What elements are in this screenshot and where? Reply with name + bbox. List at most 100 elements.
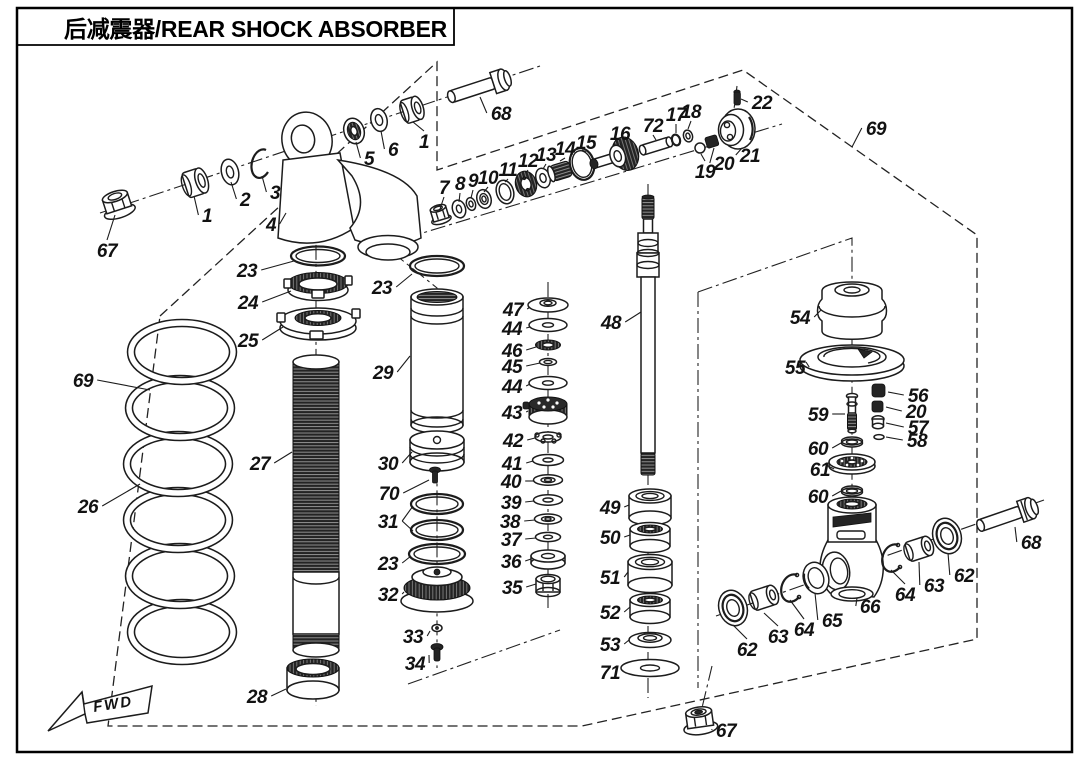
leader-line-24: [262, 290, 292, 303]
leader-line-67: [106, 214, 116, 241]
part-art-53-washer: [628, 631, 672, 649]
leader-line-41: [526, 460, 534, 464]
leader-line-18: [687, 120, 692, 130]
leader-line-68: [479, 96, 488, 114]
part-art-43-piston: [522, 396, 568, 425]
page-border: [15, 6, 1074, 754]
leader-line-4: [279, 212, 287, 225]
part-art-42-clover-washer: [534, 431, 562, 444]
artwork: FWD: [47, 68, 1040, 736]
part-label-9: 9: [468, 171, 479, 192]
leader-line-49: [623, 504, 630, 508]
part-label-37: 37: [501, 530, 523, 551]
leader-line-56: [887, 391, 904, 396]
part-label-64: 64: [895, 585, 916, 606]
leader-line-6: [380, 130, 385, 150]
part-art-65-bearing: [802, 561, 830, 595]
leader-line-19: [700, 153, 706, 162]
leader-line-60: [831, 442, 842, 449]
part-art-25-adjuster-ring: [276, 307, 361, 341]
part-label-11: 11: [499, 160, 518, 181]
part-art-57-cap: [871, 415, 885, 430]
part-art-59-adjuster-screw: [845, 392, 859, 434]
part-label-60: 60: [808, 439, 829, 460]
leader-line-13: [542, 163, 547, 170]
part-art-31-orings: [409, 492, 465, 542]
part-label-43: 43: [501, 403, 523, 424]
part-label-23: 23: [236, 261, 258, 282]
part-label-3: 3: [270, 183, 281, 204]
part-art-4-top-mount: [277, 111, 422, 261]
part-label-67: 67: [97, 241, 119, 262]
leader-line-12: [525, 169, 529, 174]
part-art-7-nut: [429, 203, 452, 226]
part-label-25: 25: [237, 331, 259, 352]
part-label-63: 63: [768, 627, 789, 648]
part-label-72: 72: [643, 116, 664, 137]
part-art-49-cup: [628, 488, 672, 526]
leader-line-1: [193, 195, 199, 216]
part-art-29-reservoir: [410, 288, 464, 434]
part-label-49: 49: [599, 498, 621, 519]
leader-line-3: [261, 175, 267, 193]
part-art-63-bushing-a: [748, 584, 780, 611]
part-label-47: 47: [502, 300, 525, 321]
part-label-34: 34: [405, 654, 426, 675]
part-label-68: 68: [491, 104, 512, 125]
part-label-64: 64: [794, 620, 815, 641]
part-label-27: 27: [249, 454, 272, 475]
part-art-13-washer: [534, 167, 552, 189]
leader-line-26: [101, 483, 141, 507]
leader-line-58: [885, 436, 903, 441]
leader-line-23: [401, 555, 412, 564]
part-art-63-bushing-b: [903, 535, 935, 562]
part-art-23-oring-b: [408, 254, 466, 278]
part-art-36-spacer: [530, 549, 566, 570]
leader-line-70: [402, 479, 430, 494]
part-label-57: 57: [908, 418, 930, 439]
part-art-30-piston: [409, 430, 465, 472]
part-label-61: 61: [810, 460, 830, 481]
part-art-60-ring-a: [840, 436, 864, 448]
part-label-68: 68: [1021, 533, 1042, 554]
part-art-66-bottom-mount: [819, 496, 884, 602]
leader-line-28: [270, 688, 287, 697]
leader-line-71: [620, 668, 625, 673]
leader-line-43: [525, 410, 529, 413]
part-label-59: 59: [808, 405, 829, 426]
part-label-48: 48: [600, 313, 622, 334]
leader-line-8: [458, 192, 461, 203]
leader-line-46: [526, 346, 537, 351]
axis-center-column: [391, 251, 438, 668]
part-art-72-pin: [638, 136, 674, 156]
part-label-71: 71: [600, 663, 620, 684]
leader-line-44: [526, 326, 531, 329]
part-label-41: 41: [501, 454, 522, 475]
leader-line-63: [763, 612, 779, 627]
part-label-20: 20: [713, 154, 735, 175]
part-label-50: 50: [600, 528, 621, 549]
part-art-5-bearing: [342, 117, 366, 145]
part-label-22: 22: [751, 93, 773, 114]
leader-line-23: [395, 273, 413, 288]
part-label-58: 58: [907, 431, 928, 452]
leader-line-29: [396, 355, 411, 373]
part-label-62: 62: [954, 566, 975, 587]
part-label-36: 36: [501, 552, 522, 573]
part-label-24: 24: [237, 293, 259, 314]
assembly-boundary-dashed: [107, 60, 978, 727]
leader-line-20: [709, 147, 715, 164]
leader-line-16: [619, 142, 622, 147]
leader-line-11: [504, 178, 509, 183]
part-label-1: 1: [202, 206, 212, 227]
part-art-62-seal-b: [931, 517, 963, 555]
part-label-32: 32: [378, 585, 399, 606]
page-title: 后减震器/REAR SHOCK ABSORBER: [64, 16, 448, 42]
part-label-44: 44: [501, 319, 523, 340]
axis-diagonal-lower: [407, 629, 561, 685]
part-label-28: 28: [246, 687, 268, 708]
part-label-42: 42: [502, 431, 524, 452]
part-label-35: 35: [502, 578, 523, 599]
part-label-15: 15: [576, 133, 597, 154]
